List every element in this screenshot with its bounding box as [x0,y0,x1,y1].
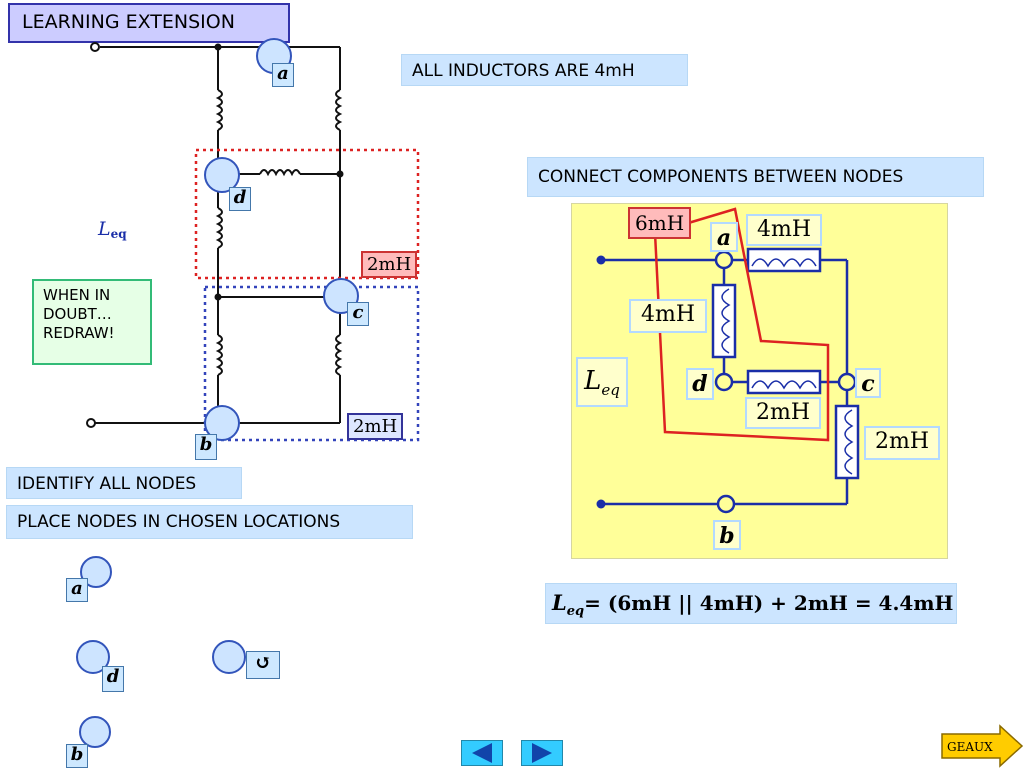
prev-button[interactable] [461,740,503,766]
right-mid-value: 2mH [745,397,821,429]
geaux-button[interactable]: GEAUX [940,724,1024,768]
right-left-value: 4mH [629,299,707,333]
node-b-label: b [195,434,217,460]
right-node-d-label: d [686,368,714,400]
equation-rhs: = (6mH || 4mH) + 2mH = 4.4mH [584,591,954,615]
all-inductors-note: ALL INDUCTORS ARE 4mH [401,54,688,86]
left-blue-value: 2mH [347,413,404,440]
palette-node-d-label: d [102,666,124,692]
right-arrow-icon [532,743,552,763]
palette-node-a-label: a [66,578,88,602]
doubt-line-1: WHEN IN [43,286,111,304]
identify-nodes-note: IDENTIFY ALL NODES [6,467,242,499]
doubt-line-3: REDRAW! [43,324,115,342]
next-button[interactable] [521,740,563,766]
node-c-circle[interactable] [323,278,359,314]
right-red-value: 6mH [628,207,692,239]
equation-box: Leq= (6mH || 4mH) + 2mH = 4.4mH [545,583,957,624]
node-a-label: a [272,63,294,87]
page-title: LEARNING EXTENSION [8,3,290,43]
right-node-c-label: c [855,368,881,398]
geaux-label: GEAUX [947,740,993,754]
undo-icon[interactable]: ↺ [246,651,280,679]
right-node-a-label: a [710,222,738,252]
node-d-label: d [229,187,251,211]
leq-left-label: Leq [98,218,127,241]
right-right-value: 2mH [864,426,940,460]
right-top-value: 4mH [746,214,822,246]
connect-components-note: CONNECT COMPONENTS BETWEEN NODES [527,157,984,197]
node-c-label: c [347,302,369,326]
doubt-line-2: DOUBT… [43,305,112,323]
left-arrow-icon [472,743,492,763]
right-node-b-label: b [713,520,741,550]
undo-node-circle[interactable] [212,640,246,674]
place-nodes-note: PLACE NODES IN CHOSEN LOCATIONS [6,505,413,539]
when-in-doubt-note: WHEN IN DOUBT… REDRAW! [32,279,152,365]
left-red-value: 2mH [361,251,418,278]
palette-node-b[interactable] [79,716,111,748]
right-leq-label: Leq [576,357,628,407]
palette-node-b-label: b [66,744,88,768]
